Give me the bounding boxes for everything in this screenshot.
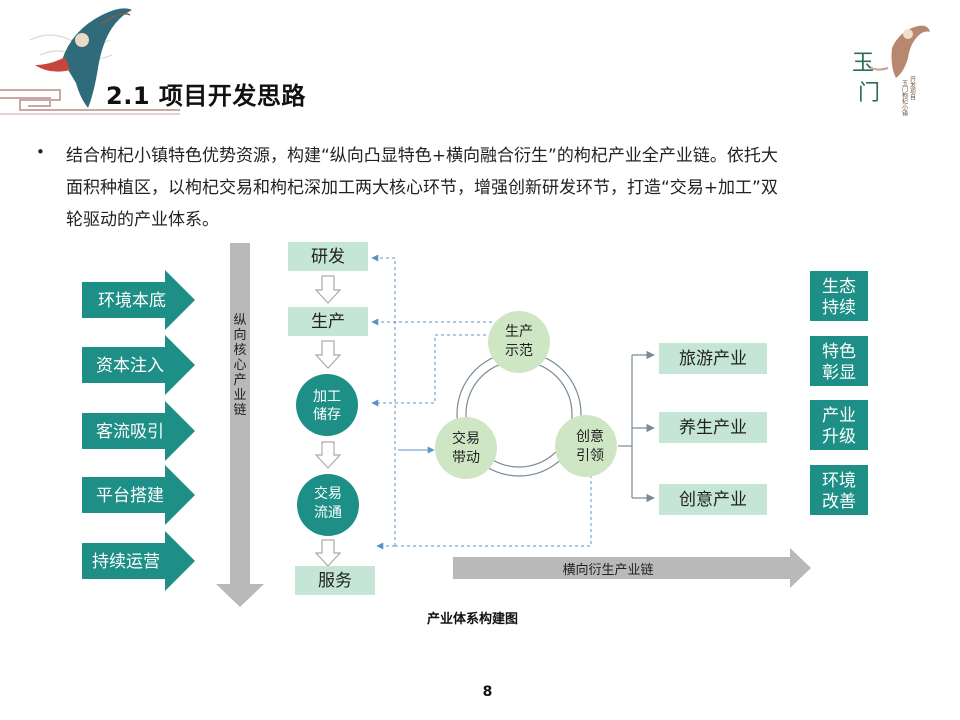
brand-logo: 玉 门 开发项目 玉门枸杞小镇 — [852, 25, 930, 117]
svg-text:创意产业: 创意产业 — [679, 490, 747, 510]
svg-text:生产: 生产 — [505, 324, 533, 340]
industry-box-creative: 创意产业 — [659, 484, 767, 515]
svg-text:引领: 引领 — [576, 448, 604, 464]
down-arrow-icon — [314, 275, 342, 304]
svg-text:环境本底: 环境本底 — [98, 291, 166, 311]
svg-text:交易: 交易 — [452, 430, 480, 447]
left-arrow-tourists: 客流吸引 — [82, 401, 195, 461]
bullet-marker: • — [36, 143, 45, 161]
chain-box-service: 服务 — [295, 566, 375, 595]
down-arrow-icon — [314, 539, 342, 567]
outcome-box-environment: 环境 改善 — [810, 465, 868, 515]
logo-figure-icon — [867, 25, 930, 79]
svg-text:横向衍生产业链: 横向衍生产业链 — [562, 562, 653, 578]
svg-text:产: 产 — [233, 373, 246, 388]
svg-text:服务: 服务 — [318, 571, 352, 591]
svg-text:加工: 加工 — [313, 389, 341, 405]
svg-text:研发: 研发 — [311, 247, 345, 267]
left-arrow-environment: 环境本底 — [82, 270, 195, 330]
svg-text:生产: 生产 — [311, 312, 345, 332]
chain-box-production: 生产 — [288, 307, 368, 336]
intro-paragraph: 结合枸杞小镇特色优势资源，构建“纵向凸显特色+横向融合衍生”的枸杞产业全产业链。… — [66, 140, 896, 236]
svg-text:心: 心 — [233, 358, 246, 373]
svg-text:特色: 特色 — [822, 342, 856, 362]
svg-text:玉: 玉 — [852, 51, 874, 76]
vertical-core-chain-arrow: 纵 向 核 心 产 业 链 — [216, 243, 264, 607]
svg-text:纵: 纵 — [233, 313, 246, 328]
svg-text:资本注入: 资本注入 — [96, 356, 164, 376]
page-number: 8 — [482, 684, 493, 700]
paragraph-line: 面积种植区，以枸杞交易和枸杞深加工两大核心环节，增强创新研发环节，打造“交易+加… — [66, 178, 778, 198]
svg-text:彰显: 彰显 — [822, 363, 856, 383]
cycle-node-trade-driven: 交易 带动 — [435, 417, 497, 479]
outcome-box-upgrade: 产业 升级 — [810, 400, 868, 450]
svg-text:改善: 改善 — [822, 492, 856, 512]
chain-circle-trade: 交易 流通 — [297, 474, 359, 536]
industry-box-tourism: 旅游产业 — [659, 343, 767, 374]
svg-text:持续运营: 持续运营 — [92, 552, 160, 572]
svg-text:旅游产业: 旅游产业 — [679, 349, 747, 369]
svg-text:向: 向 — [233, 327, 246, 343]
svg-text:业: 业 — [233, 388, 246, 403]
svg-text:核: 核 — [233, 343, 246, 358]
svg-text:门: 门 — [858, 81, 880, 106]
svg-text:链: 链 — [233, 403, 246, 418]
svg-text:持续: 持续 — [822, 298, 856, 318]
outcome-box-ecology: 生态 持续 — [810, 271, 868, 321]
industry-branch-lines — [618, 350, 655, 503]
svg-text:创意: 创意 — [576, 428, 604, 445]
svg-text:流通: 流通 — [314, 505, 342, 521]
outcome-box-feature: 特色 彰显 — [810, 336, 868, 386]
cycle-node-production-demo: 生产 示范 — [488, 311, 550, 373]
svg-text:客流吸引: 客流吸引 — [96, 422, 164, 442]
header-decoration — [0, 8, 180, 115]
svg-text:环境: 环境 — [822, 471, 856, 491]
industry-box-wellness: 养生产业 — [659, 412, 767, 443]
chain-circle-processing: 加工 储存 — [296, 374, 358, 436]
down-arrow-icon — [314, 441, 342, 469]
title-background — [100, 73, 320, 109]
left-arrow-platform: 平台搭建 — [82, 465, 195, 525]
svg-text:玉门枸杞小镇: 玉门枸杞小镇 — [901, 80, 908, 117]
flying-figure-icon — [35, 8, 132, 108]
dashed-connectors — [371, 254, 592, 550]
cycle-node-creative-lead: 创意 引领 — [555, 415, 617, 477]
svg-text:示范: 示范 — [505, 342, 533, 359]
paragraph-line: 轮驱动的产业体系。 — [66, 210, 219, 230]
svg-text:升级: 升级 — [822, 427, 856, 447]
left-arrow-capital: 资本注入 — [82, 335, 195, 395]
diagram-caption: 产业体系构建图 — [426, 612, 518, 627]
svg-text:平台搭建: 平台搭建 — [96, 486, 164, 506]
down-arrow-icon — [314, 340, 342, 369]
svg-text:储存: 储存 — [313, 407, 341, 423]
svg-text:养生产业: 养生产业 — [679, 418, 747, 438]
horizontal-chain-arrow: 横向衍生产业链 — [453, 548, 811, 588]
svg-text:带动: 带动 — [452, 450, 480, 466]
svg-text:交易: 交易 — [314, 485, 342, 502]
chain-box-rd: 研发 — [288, 242, 368, 271]
svg-text:开发项目: 开发项目 — [909, 76, 916, 101]
svg-text:生态: 生态 — [822, 277, 856, 297]
left-arrow-operation: 持续运营 — [82, 531, 195, 591]
paragraph-line: 结合枸杞小镇特色优势资源，构建“纵向凸显特色+横向融合衍生”的枸杞产业全产业链。… — [66, 146, 778, 166]
page-title: 2.1 项目开发思路 — [106, 82, 306, 110]
svg-text:产业: 产业 — [822, 406, 856, 426]
